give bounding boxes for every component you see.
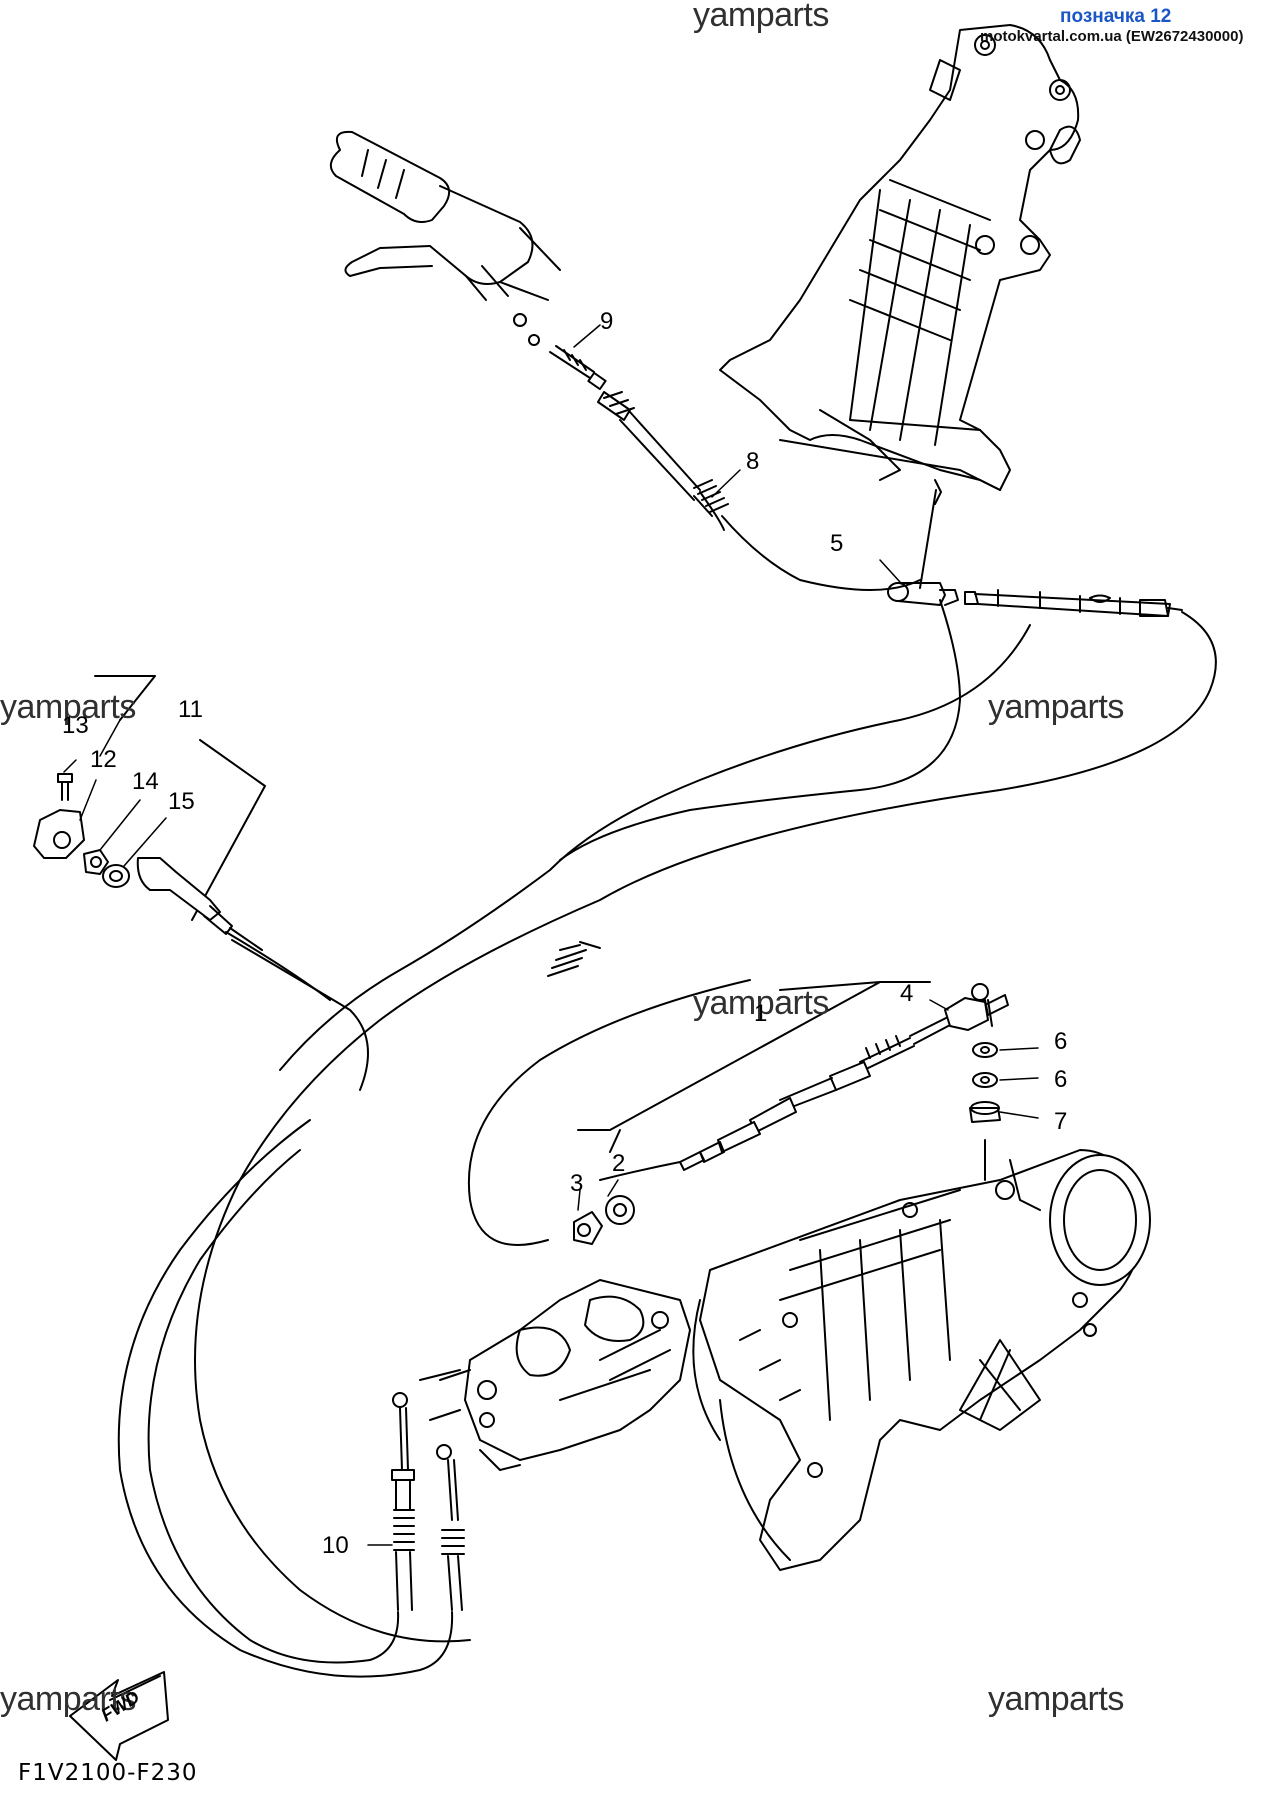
callout-6b: 6 bbox=[1054, 1066, 1068, 1093]
header-site: motokvartal.com.ua (EW2672430000) bbox=[980, 28, 1244, 45]
callout-6a: 6 bbox=[1054, 1028, 1068, 1055]
steering-cable-run bbox=[194, 599, 1217, 1643]
watermark-right: yamparts bbox=[988, 688, 1124, 726]
cable-end-fitting bbox=[513, 313, 631, 421]
callout-14: 14 bbox=[132, 768, 159, 795]
leader-lines bbox=[63, 324, 1039, 1546]
callout-4: 4 bbox=[900, 980, 914, 1007]
callout-5: 5 bbox=[830, 530, 844, 557]
watermark-center: yamparts bbox=[693, 984, 829, 1022]
watermark-top: yamparts bbox=[693, 0, 829, 34]
callout-13: 13 bbox=[62, 712, 89, 739]
callout-12: 12 bbox=[90, 746, 117, 773]
callout-1: 1 bbox=[754, 1000, 768, 1027]
throttle-cable-lower-ends bbox=[117, 1119, 465, 1678]
steering-column bbox=[719, 24, 1081, 505]
callout-11: 11 bbox=[178, 696, 203, 723]
throttle-cable bbox=[603, 391, 921, 591]
watermark-bottom-right: yamparts bbox=[988, 1680, 1124, 1718]
header-label: позначка 12 bbox=[1060, 6, 1172, 27]
handle-parts-group bbox=[33, 675, 369, 1091]
shift-cable bbox=[467, 979, 1009, 1246]
jet-pump-housing bbox=[692, 1149, 1151, 1571]
diagram-code: F1V2100-F230 bbox=[18, 1760, 198, 1786]
callout-10: 10 bbox=[322, 1532, 349, 1559]
fwd-arrow bbox=[69, 1671, 169, 1761]
handlebar-grip bbox=[329, 130, 561, 301]
callout-3: 3 bbox=[570, 1170, 584, 1197]
callout-8: 8 bbox=[746, 448, 760, 475]
ball-joint-and-nuts bbox=[944, 983, 1001, 1241]
carburetor bbox=[439, 1279, 691, 1471]
callout-9: 9 bbox=[600, 308, 614, 335]
callout-15: 15 bbox=[168, 788, 195, 815]
cable-connector bbox=[887, 489, 959, 606]
callout-2: 2 bbox=[612, 1150, 626, 1177]
watermark-bottom-left: yamparts bbox=[0, 1680, 136, 1718]
watermark-left: yamparts bbox=[0, 688, 136, 726]
callout-7: 7 bbox=[1054, 1108, 1068, 1135]
steering-cable-end bbox=[964, 589, 1183, 617]
